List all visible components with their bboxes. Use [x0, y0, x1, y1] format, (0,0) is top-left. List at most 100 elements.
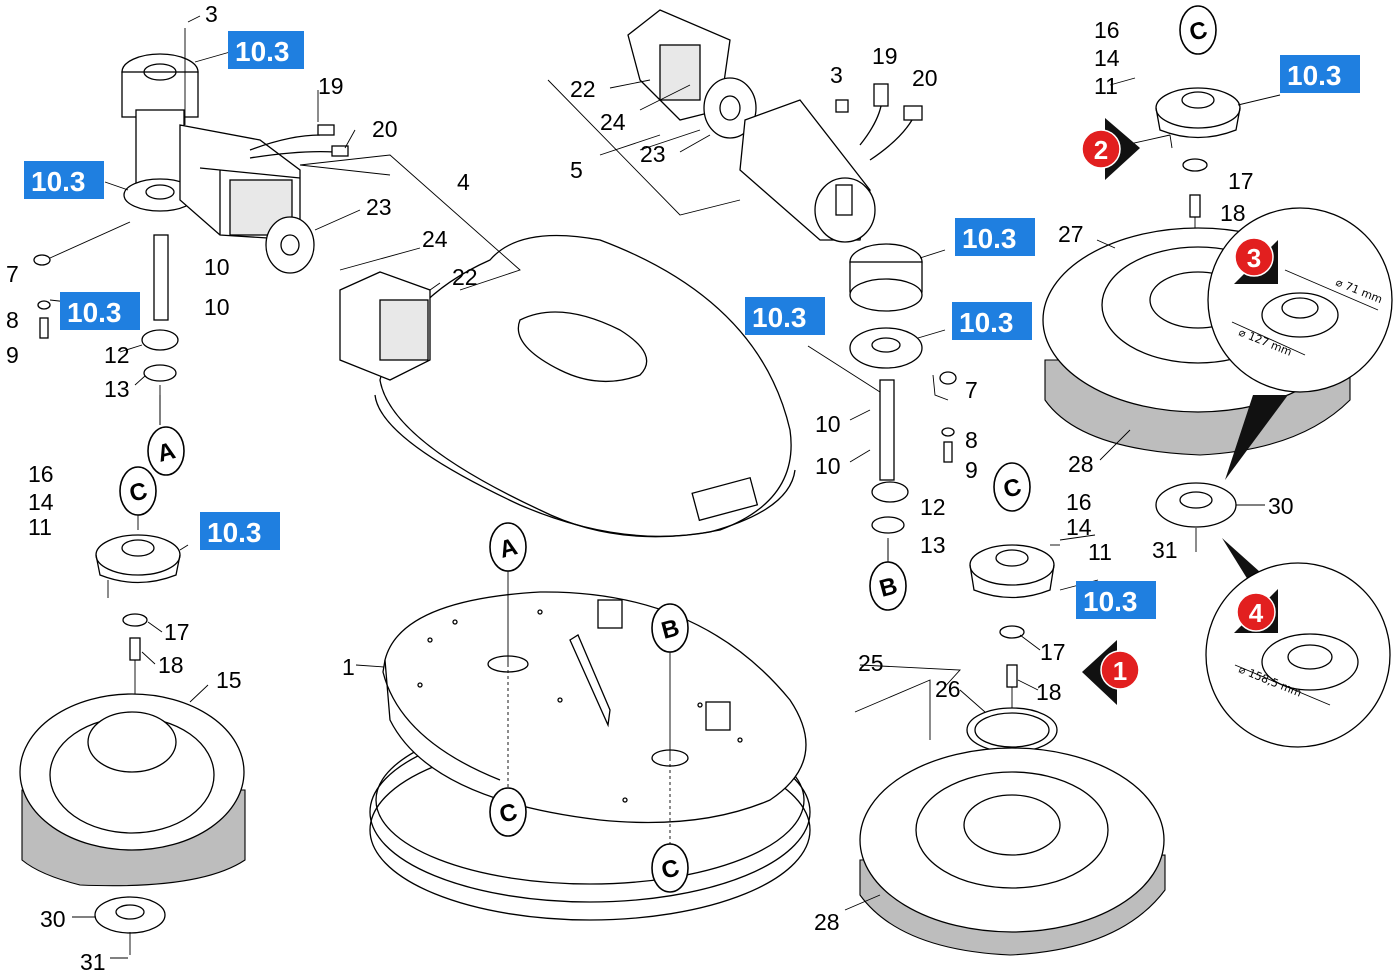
connector-ovals: A A B B C C C C C — [119, 5, 1217, 893]
part-14: 14 — [1066, 514, 1092, 540]
part-9: 9 — [965, 457, 978, 483]
step-3: 3 — [1247, 243, 1261, 273]
part-28: 28 — [1068, 451, 1094, 477]
part-10: 10 — [815, 411, 841, 437]
ref-badge: 10.3 — [962, 223, 1017, 254]
connector-c: C — [1001, 473, 1025, 504]
center-pad — [859, 747, 1166, 956]
part-24: 24 — [600, 109, 626, 135]
left-brush — [19, 693, 246, 887]
left-shaft-stack — [33, 234, 179, 425]
step-2: 2 — [1094, 135, 1108, 165]
connector-a: A — [497, 533, 521, 564]
part-23: 23 — [366, 194, 392, 220]
left-fan-23 — [265, 216, 315, 274]
part-10: 10 — [204, 254, 230, 280]
left-drive-disc-30 — [94, 896, 166, 955]
part-3: 3 — [205, 1, 218, 27]
ref-badge: 10.3 — [752, 302, 807, 333]
part-7: 7 — [6, 261, 19, 287]
right-gearbox — [849, 243, 923, 369]
part-12: 12 — [920, 494, 946, 520]
ref-badge: 10.3 — [235, 36, 290, 67]
part-10: 10 — [204, 294, 230, 320]
ref-badge: 10.3 — [1083, 586, 1138, 617]
part-27: 27 — [1058, 221, 1084, 247]
ref-badges: 10.3 10.3 10.3 10.3 10.3 10.3 10.3 10.3 … — [24, 31, 1360, 619]
ref-badge: 10.3 — [207, 517, 262, 548]
part-31: 31 — [1152, 537, 1178, 563]
part-17: 17 — [164, 619, 190, 645]
step-4: 4 — [1249, 598, 1264, 628]
ref-badge: 10.3 — [67, 297, 122, 328]
part-8: 8 — [6, 307, 19, 333]
part-22: 22 — [452, 264, 478, 290]
part-11: 11 — [28, 514, 52, 540]
left-fan-cover-22 — [339, 271, 431, 381]
part-16: 16 — [28, 461, 54, 487]
connector-c: C — [659, 854, 683, 885]
step-markers: 1 2 3 4 — [1081, 118, 1278, 705]
ref-badge: 10.3 — [31, 166, 86, 197]
part-10: 10 — [815, 453, 841, 479]
part-23: 23 — [640, 141, 666, 167]
part-17: 17 — [1040, 639, 1066, 665]
ref-badge: 10.3 — [959, 307, 1014, 338]
part-11: 11 — [1088, 539, 1112, 565]
step-1: 1 — [1113, 656, 1127, 686]
ref-badge: 10.3 — [1287, 60, 1342, 91]
part-1: 1 — [342, 654, 355, 680]
part-18: 18 — [1220, 200, 1246, 226]
part-13: 13 — [920, 532, 946, 558]
part-11: 11 — [1094, 73, 1118, 99]
part-20: 20 — [372, 116, 398, 142]
connector-a: A — [155, 437, 179, 468]
part-13: 13 — [104, 376, 130, 402]
part-19: 19 — [318, 73, 344, 99]
part-16: 16 — [1094, 17, 1120, 43]
part-30: 30 — [40, 906, 66, 932]
connector-c: C — [1187, 16, 1211, 47]
part-24: 24 — [422, 226, 448, 252]
leader-lines — [49, 15, 1281, 959]
part-19: 19 — [872, 43, 898, 69]
part-7: 7 — [965, 377, 978, 403]
part-16: 16 — [1066, 489, 1092, 515]
part-3: 3 — [830, 62, 843, 88]
part-14: 14 — [28, 489, 54, 515]
part-26: 26 — [935, 676, 961, 702]
left-clutch-plate-11 — [95, 500, 181, 745]
part-31: 31 — [80, 949, 106, 975]
part-25: 25 — [858, 650, 884, 676]
part-12: 12 — [104, 342, 130, 368]
part-15: 15 — [216, 667, 242, 693]
left-cable-plugs — [249, 124, 349, 159]
part-18: 18 — [158, 652, 184, 678]
part-22: 22 — [570, 76, 596, 102]
part-5: 5 — [570, 157, 583, 183]
part-numbers: 1 3 3 4 5 7 7 8 8 9 9 10 10 10 10 11 11 … — [6, 1, 1294, 975]
part-8: 8 — [965, 427, 978, 453]
connector-c: C — [497, 798, 521, 829]
right-fan-23 — [703, 77, 757, 139]
part-28: 28 — [814, 909, 840, 935]
part-20: 20 — [912, 65, 938, 91]
connector-b: B — [659, 614, 683, 645]
part-9: 9 — [6, 342, 19, 368]
connector-b: B — [877, 572, 901, 603]
connector-c: C — [127, 477, 151, 508]
part-30: 30 — [1268, 493, 1294, 519]
part-18: 18 — [1036, 679, 1062, 705]
part-14: 14 — [1094, 45, 1120, 71]
right-fan-cover-22 — [627, 9, 731, 121]
center-pad-ring-26 — [966, 707, 1058, 753]
right-motor — [739, 99, 876, 243]
cover-shroud — [374, 234, 796, 538]
part-17: 17 — [1228, 168, 1254, 194]
detail-circle-4: ⌀ 158,5 mm — [1205, 538, 1391, 748]
center-clutch-plate-11 — [969, 544, 1055, 735]
right-cable-plugs — [835, 83, 923, 161]
right-shaft-stack — [871, 371, 957, 560]
